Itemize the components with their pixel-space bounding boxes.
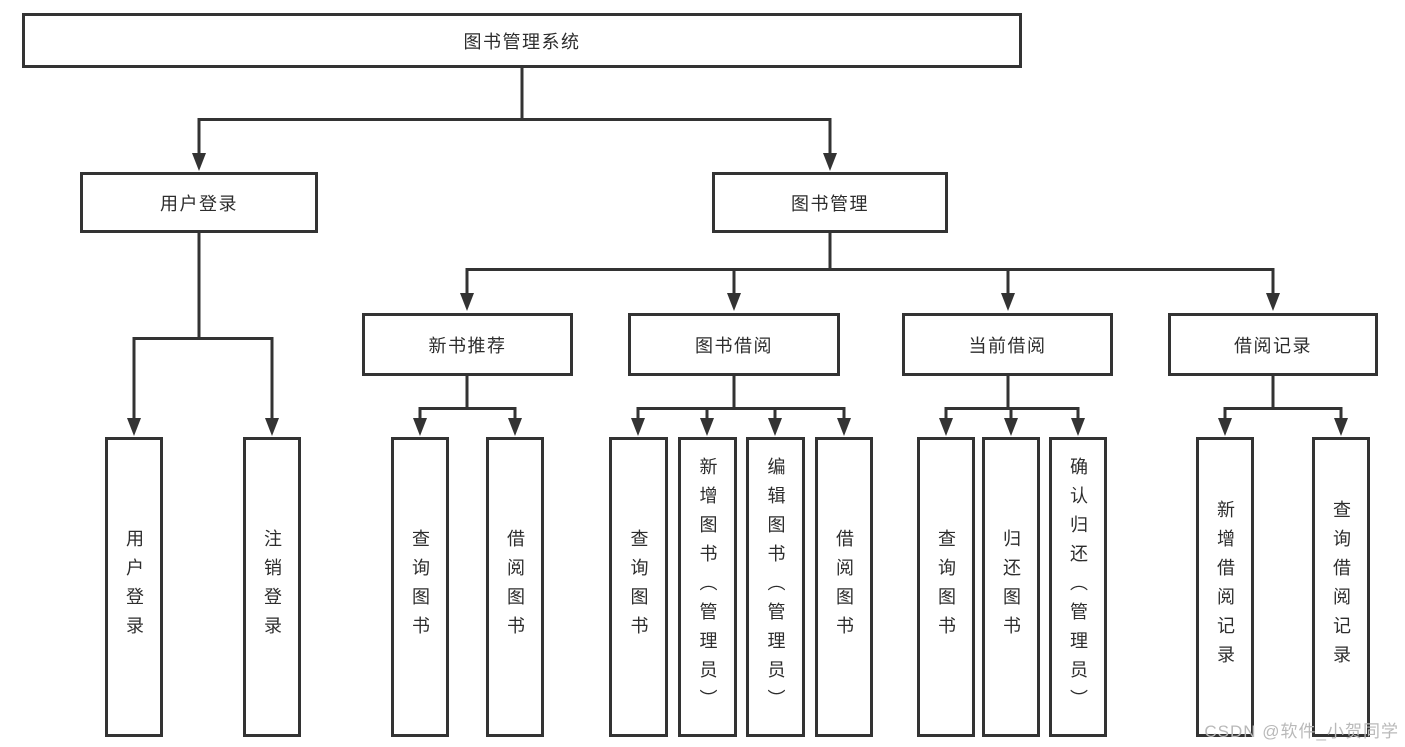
leaf-confirm-return-admin: 确认归还（管理员） xyxy=(1049,437,1107,737)
node-label: 查询借阅记录 xyxy=(1331,500,1351,674)
connector-group-current-borrow xyxy=(944,376,1080,418)
node-label: 新增图书（管理员） xyxy=(697,456,718,718)
node-label: 查询图书 xyxy=(936,529,956,645)
node-label: 图书管理系统 xyxy=(463,31,581,52)
connector-book-management-to-groups xyxy=(465,232,1275,293)
node-label: 用户登录 xyxy=(160,193,238,214)
arrowheads-group-book-borrow xyxy=(631,418,851,436)
node-book-borrow: 图书借阅 xyxy=(628,313,840,376)
leaf-query-borrow-record: 查询借阅记录 xyxy=(1312,437,1370,737)
arrowheads-group-borrow-records xyxy=(1218,418,1348,436)
arrowheads-level3 xyxy=(460,293,1280,311)
leaf-borrow-books-recommend: 借阅图书 xyxy=(486,437,544,737)
node-label: 确认归还（管理员） xyxy=(1068,456,1088,718)
node-label: 借阅图书 xyxy=(834,529,854,645)
node-label: 注销登录 xyxy=(262,529,282,645)
leaf-query-books-recommend: 查询图书 xyxy=(391,437,449,737)
connector-group-borrow-records xyxy=(1223,376,1343,418)
node-book-management: 图书管理 xyxy=(712,172,948,233)
leaf-add-borrow-record: 新增借阅记录 xyxy=(1196,437,1254,737)
node-label: 查询图书 xyxy=(410,529,430,645)
node-borrow-records: 借阅记录 xyxy=(1168,313,1378,376)
leaf-borrow-books: 借阅图书 xyxy=(815,437,873,737)
node-new-book-recommend: 新书推荐 xyxy=(362,313,573,376)
leaf-return-books: 归还图书 xyxy=(982,437,1040,737)
connector-user-login-branch xyxy=(132,232,274,418)
node-label: 图书管理 xyxy=(791,193,869,214)
arrowheads-user-login-leaves xyxy=(127,418,279,436)
arrowheads-group-current-borrow xyxy=(939,418,1085,436)
node-label: 新书推荐 xyxy=(428,335,507,356)
connector-group-new-book xyxy=(418,376,517,418)
leaf-user-login: 用户登录 xyxy=(105,437,163,737)
node-root-library-system: 图书管理系统 xyxy=(22,13,1022,68)
leaf-query-books-borrow: 查询图书 xyxy=(609,437,668,737)
connector-root-to-level2 xyxy=(197,68,832,153)
leaf-add-books-admin: 新增图书（管理员） xyxy=(678,437,737,737)
node-label: 新增借阅记录 xyxy=(1215,500,1235,674)
leaf-query-books-current: 查询图书 xyxy=(917,437,975,737)
node-label: 归还图书 xyxy=(1001,529,1021,645)
connector-group-book-borrow xyxy=(636,376,846,418)
node-user-login: 用户登录 xyxy=(80,172,318,233)
node-label: 编辑图书（管理员） xyxy=(765,456,786,718)
node-label: 用户登录 xyxy=(124,529,144,645)
node-label: 当前借阅 xyxy=(968,335,1047,356)
node-label: 借阅记录 xyxy=(1234,335,1312,356)
node-current-borrow: 当前借阅 xyxy=(902,313,1113,376)
node-label: 图书借阅 xyxy=(695,335,773,356)
node-label: 借阅图书 xyxy=(505,529,525,645)
arrowheads-group-new-book xyxy=(413,418,522,436)
leaf-logout: 注销登录 xyxy=(243,437,301,737)
leaf-edit-books-admin: 编辑图书（管理员） xyxy=(746,437,805,737)
arrowheads-level2 xyxy=(192,153,837,171)
node-label: 查询图书 xyxy=(628,529,649,645)
